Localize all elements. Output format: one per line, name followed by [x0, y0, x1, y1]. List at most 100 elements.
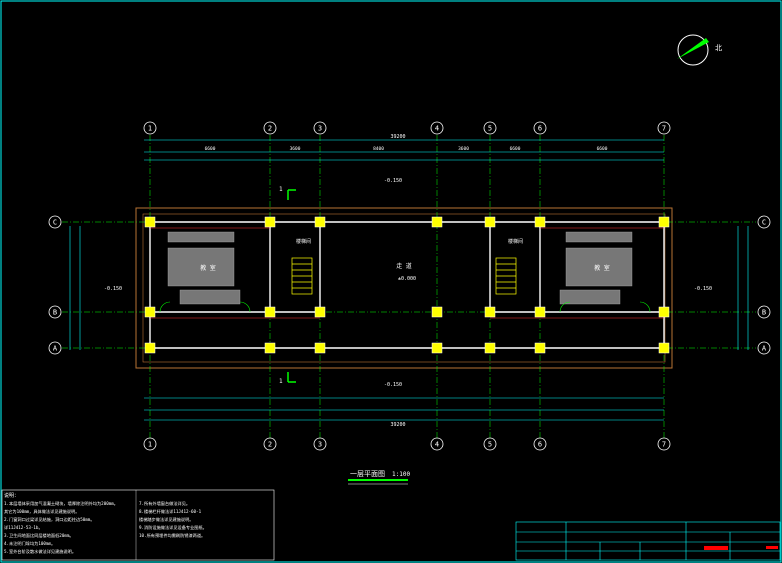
column-square	[484, 342, 496, 354]
right-stair	[495, 257, 517, 295]
svg-text:4: 4	[435, 441, 439, 449]
axis-bubble-row-C: C	[48, 215, 62, 229]
left-classroom-desks	[167, 231, 241, 305]
axis-bubble-row-B: B	[48, 305, 62, 319]
svg-text:4: 4	[435, 125, 439, 133]
svg-text:7: 7	[662, 125, 666, 133]
title-block-red-mark	[766, 546, 778, 549]
note-line: 楼梯踏步做法详见建施说明。	[139, 516, 193, 523]
structural-columns	[144, 216, 670, 354]
axis-bubble-col-1: 1	[143, 121, 157, 135]
vertical-axis-lines	[149, 135, 665, 440]
section-mark-top: 1	[279, 186, 296, 200]
column-square	[431, 342, 443, 354]
walls	[149, 221, 665, 349]
axis-bubble-col-4: 4	[430, 121, 444, 135]
room-label-stair-left: 楼梯间	[296, 238, 311, 245]
notes-box: 说明： 1.本层墙体采用加气混凝土砌块，墙厚除注明外均为200mm。 其它为10…	[1, 489, 275, 561]
svg-text:1: 1	[279, 186, 283, 193]
svg-text:2: 2	[268, 125, 272, 133]
axis-bubble-col-5: 5	[483, 437, 497, 451]
total-dimension-top: 39200	[390, 134, 405, 140]
axis-bubble-col-7: 7	[657, 121, 671, 135]
column-square	[431, 216, 443, 228]
notes-header: 说明：	[4, 492, 19, 499]
axis-bubble-row-B: B	[757, 305, 771, 319]
door-swings	[159, 301, 651, 313]
svg-text:3: 3	[318, 125, 322, 133]
svg-text:5: 5	[488, 441, 492, 449]
top-dimension-label: 6600	[510, 146, 521, 152]
drawing-scale: 1:100	[392, 471, 410, 478]
axis-bubble-row-A: A	[48, 341, 62, 355]
svg-text:5: 5	[488, 125, 492, 133]
top-dimension-label: 8400	[373, 146, 384, 152]
room-label-stair-right: 楼梯间	[508, 238, 523, 245]
top-dimension-label: 6600	[205, 146, 216, 152]
svg-text:B: B	[762, 309, 766, 317]
north-arrow-icon: 北	[677, 34, 722, 66]
elevation-bottom: -0.150	[384, 382, 402, 388]
svg-text:2: 2	[268, 441, 272, 449]
room-label-classroom-right: 教 室	[594, 264, 610, 272]
notes-left-column: 1.本层墙体采用加气混凝土砌块，墙厚除注明外均为200mm。 其它为100mm，…	[4, 500, 118, 555]
column-square	[484, 306, 496, 318]
svg-text:1: 1	[148, 441, 152, 449]
axis-bubble-row-C: C	[757, 215, 771, 229]
building-outline	[135, 207, 673, 369]
drawing-title: 一层平面图	[350, 470, 385, 478]
note-line: 1.本层墙体采用加气混凝土砌块，墙厚除注明外均为200mm。	[4, 500, 118, 507]
title-block	[515, 521, 781, 561]
axis-bubble-col-4: 4	[430, 437, 444, 451]
axis-bubble-col-5: 5	[483, 121, 497, 135]
top-dimension-label: 3600	[458, 146, 469, 152]
note-line: 10.所有预埋件均需刷防锈漆两道。	[139, 532, 205, 539]
room-label-corridor: 走 道	[396, 262, 412, 270]
note-line: 9.消防设施做法详见设备专业图纸。	[139, 524, 207, 531]
horizontal-axis-lines	[62, 221, 756, 349]
room-label-classroom-left: 教 室	[200, 264, 216, 272]
dimension-lines	[69, 139, 749, 421]
column-square	[658, 216, 670, 228]
column-square	[314, 342, 326, 354]
column-square	[658, 342, 670, 354]
north-label: 北	[715, 44, 722, 52]
axis-bubble-col-1: 1	[143, 437, 157, 451]
column-square	[431, 306, 443, 318]
axis-bubble-col-3: 3	[313, 437, 327, 451]
svg-text:6: 6	[538, 441, 542, 449]
note-line: 其它为100mm，具体做法详见建施说明。	[4, 508, 79, 515]
column-square	[534, 306, 546, 318]
svg-text:C: C	[53, 219, 57, 227]
note-line: 2.门窗洞口过梁详见结施，洞口边距柱边50mm。	[4, 516, 95, 523]
top-dimension-label: 6600	[597, 146, 608, 152]
column-square	[144, 306, 156, 318]
svg-text:B: B	[53, 309, 57, 317]
note-line: 7.所有外墙窗台做法详见。	[139, 500, 190, 507]
note-line: 3.卫生间地面比同层楼地面低20mm。	[4, 532, 74, 539]
svg-text:3: 3	[318, 441, 322, 449]
building-outline-inner	[142, 213, 666, 363]
note-line: 4.未注明门垛均为100mm。	[4, 540, 55, 547]
note-line: 详11J412-53-1b。	[4, 524, 43, 531]
column-square	[314, 306, 326, 318]
column-square	[264, 342, 276, 354]
axis-bubble-col-2: 2	[263, 121, 277, 135]
svg-text:1: 1	[279, 378, 283, 385]
top-dimension-label: 3600	[290, 146, 301, 152]
svg-text:C: C	[762, 219, 766, 227]
wall-hatch	[150, 227, 664, 319]
total-dimension-bottom: 39200	[390, 422, 405, 428]
elevation-top: -0.150	[384, 178, 402, 184]
column-square	[534, 342, 546, 354]
section-mark-bottom: 1	[279, 372, 296, 385]
axis-bubble-col-7: 7	[657, 437, 671, 451]
column-square	[314, 216, 326, 228]
elevation-outdoor-right: -0.150	[694, 286, 712, 292]
notes-right-column: 7.所有外墙窗台做法详见。8.楼梯栏杆做法详11J412-60-1 楼梯踏步做法…	[139, 500, 207, 539]
column-square	[484, 216, 496, 228]
note-line: 5.室外台阶及散水做法详见建施说明。	[4, 548, 76, 555]
axis-bubble-col-6: 6	[533, 121, 547, 135]
